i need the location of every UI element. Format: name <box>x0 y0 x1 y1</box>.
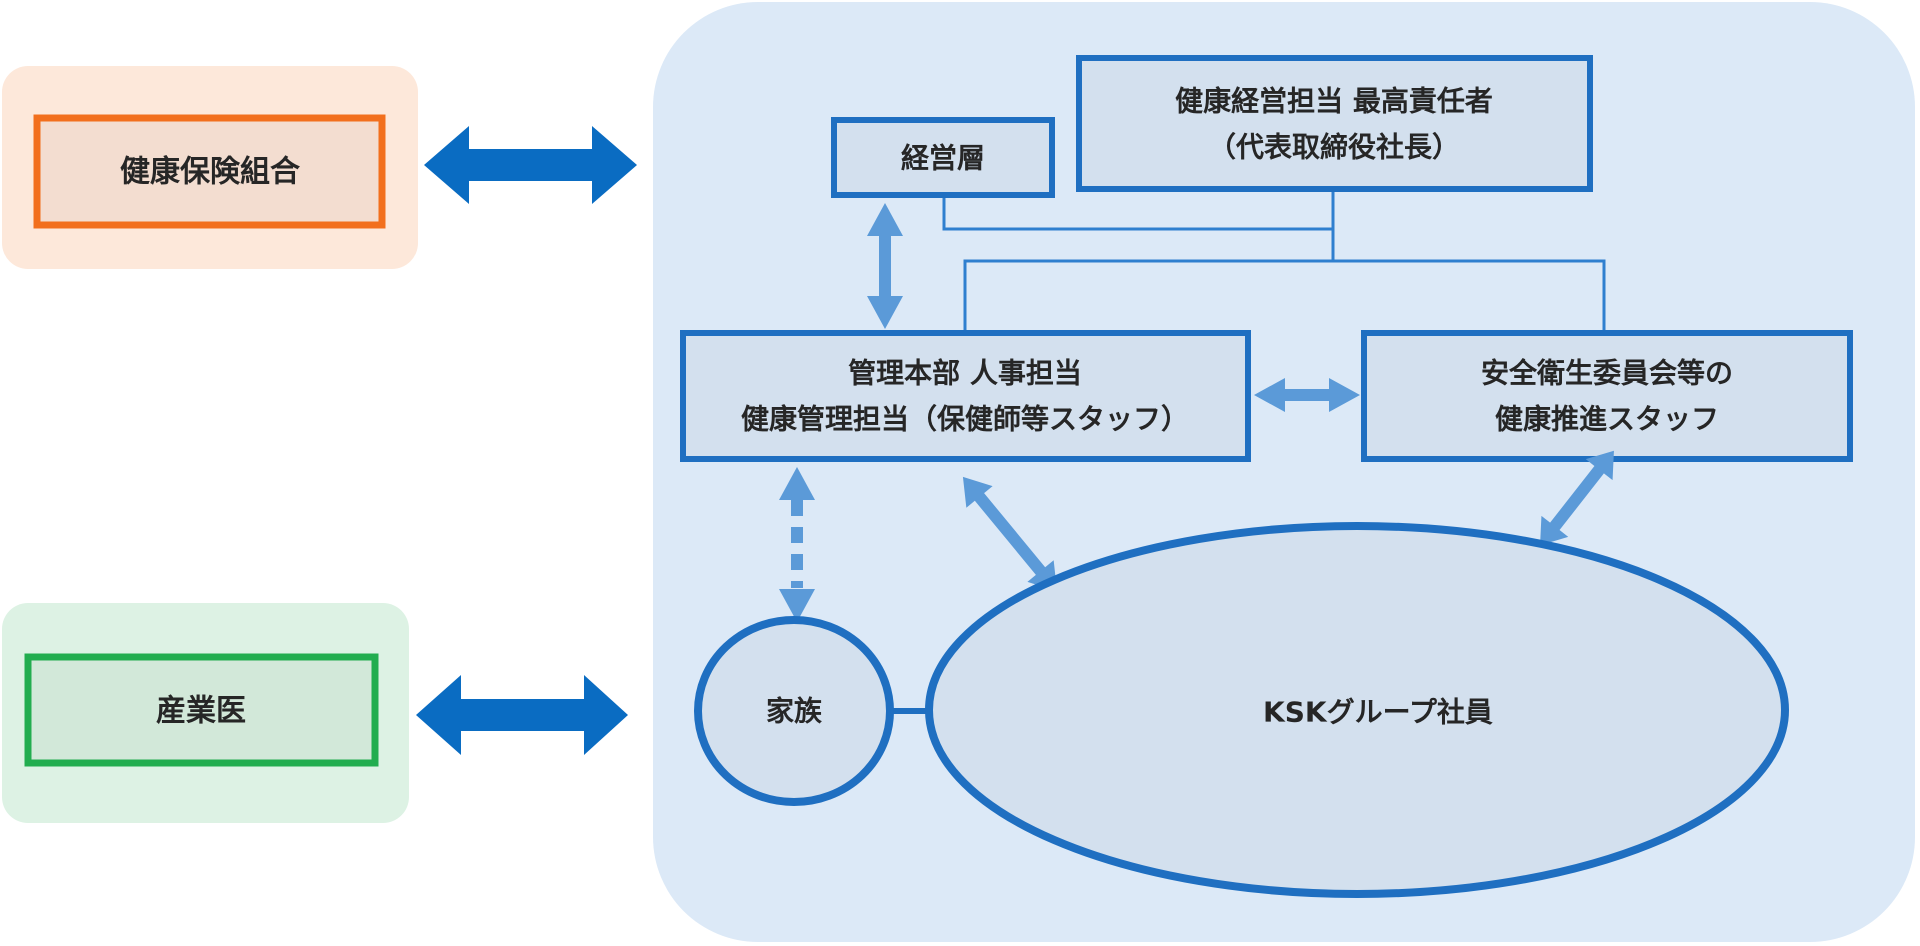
hq-personnel-title: 管理本部 人事担当 <box>848 357 1082 390</box>
family-circle <box>694 616 894 806</box>
insurance-union-label: 健康保険組合 <box>120 155 300 190</box>
health-promotion-staff-label: 健康推進スタッフ <box>1495 403 1719 436</box>
chief-officer-title: 健康経営担当 最高責任者 <box>1175 85 1493 118</box>
safety-committee-box <box>1361 330 1853 462</box>
management-hq-arrow <box>867 203 903 329</box>
industrial-physician-box <box>24 653 379 767</box>
management-layer-box <box>831 117 1055 198</box>
chief-officer-box <box>1076 55 1593 192</box>
industrial-physician-double-arrow <box>416 675 628 755</box>
hq-family-dashed-arrow <box>779 467 815 622</box>
employees-label: KSKグループ社員 <box>1263 696 1493 729</box>
industrial-physician-label: 産業医 <box>156 694 246 729</box>
hq-health-staff-label: 健康管理担当（保健師等スタッフ） <box>741 403 1189 436</box>
hq-employees-arrow <box>962 476 1058 592</box>
employees-ellipse <box>925 522 1789 898</box>
safety-committee-title: 安全衛生委員会等の <box>1481 357 1733 390</box>
hq-safety-arrow <box>1254 378 1360 412</box>
chief-officer-role: （代表取締役社長） <box>1208 131 1460 164</box>
management-layer-label: 経営層 <box>901 142 985 175</box>
safety-employees-arrow <box>1540 450 1614 546</box>
insurance-union-double-arrow <box>424 126 637 204</box>
hq-personnel-box <box>680 330 1251 462</box>
small-arrows <box>779 203 1614 622</box>
org-connector-lines <box>942 189 1606 333</box>
family-label: 家族 <box>766 695 823 728</box>
insurance-union-box <box>33 114 386 229</box>
